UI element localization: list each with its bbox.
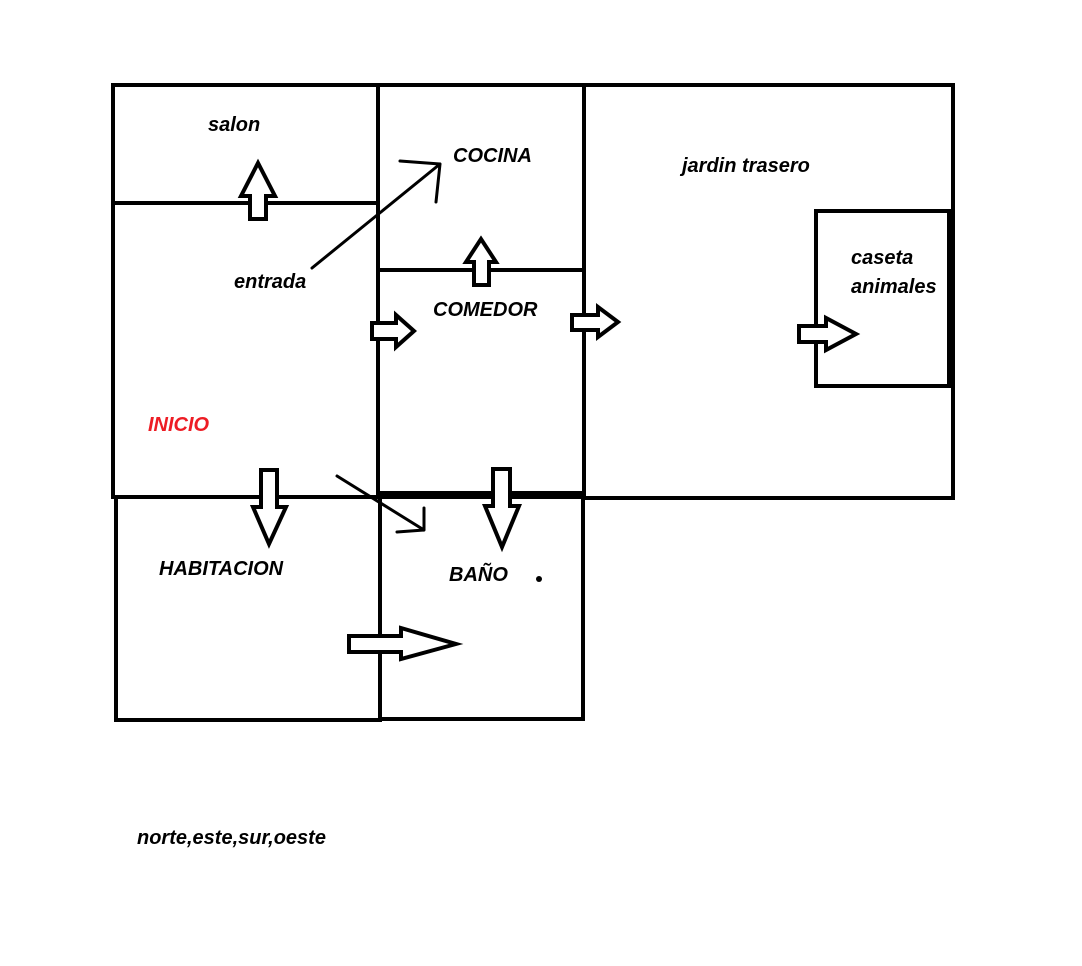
room-label-jardin-trasero: jardin trasero bbox=[679, 155, 810, 177]
caseta-animales-wall bbox=[814, 209, 951, 388]
arrow-inicio-to-bano bbox=[335, 474, 426, 534]
arrow-east-to-caseta bbox=[797, 314, 861, 354]
line-arrows bbox=[310, 159, 442, 534]
room-label-inicio: INICIO bbox=[148, 414, 210, 436]
arrow-down-to-habitacion bbox=[249, 468, 290, 549]
room-label-habitacion: HABITACION bbox=[159, 558, 284, 580]
arrow-east-to-comedor bbox=[370, 310, 418, 352]
garden-outer-wall bbox=[582, 83, 955, 500]
room-label-comedor: COMEDOR bbox=[433, 299, 538, 321]
arrow-down-to-bano bbox=[482, 467, 522, 553]
room-label-bano: BAÑO bbox=[449, 563, 508, 586]
room-labels: salon COCINA jardin trasero caseta anima… bbox=[137, 114, 937, 849]
arrow-east-habitacion-to-bano bbox=[347, 625, 464, 662]
directions-note: norte,este,sur,oeste bbox=[137, 827, 326, 849]
arrow-up-to-cocina bbox=[462, 235, 500, 287]
room-label-caseta: caseta bbox=[851, 247, 913, 269]
room-label-salon: salon bbox=[208, 114, 260, 136]
direction-arrows bbox=[237, 158, 861, 662]
arrow-up-to-salon bbox=[237, 158, 279, 221]
bano-wall bbox=[378, 491, 585, 721]
room-label-entrada: entrada bbox=[234, 271, 306, 293]
dot-mark bbox=[536, 576, 542, 582]
habitacion-wall bbox=[114, 495, 382, 722]
arrow-east-to-jardin bbox=[570, 303, 622, 341]
arrow-entrada-to-cocina bbox=[310, 159, 442, 270]
room-label-cocina: COCINA bbox=[453, 145, 532, 167]
room-label-animales: animales bbox=[851, 276, 937, 298]
walls bbox=[111, 83, 955, 722]
